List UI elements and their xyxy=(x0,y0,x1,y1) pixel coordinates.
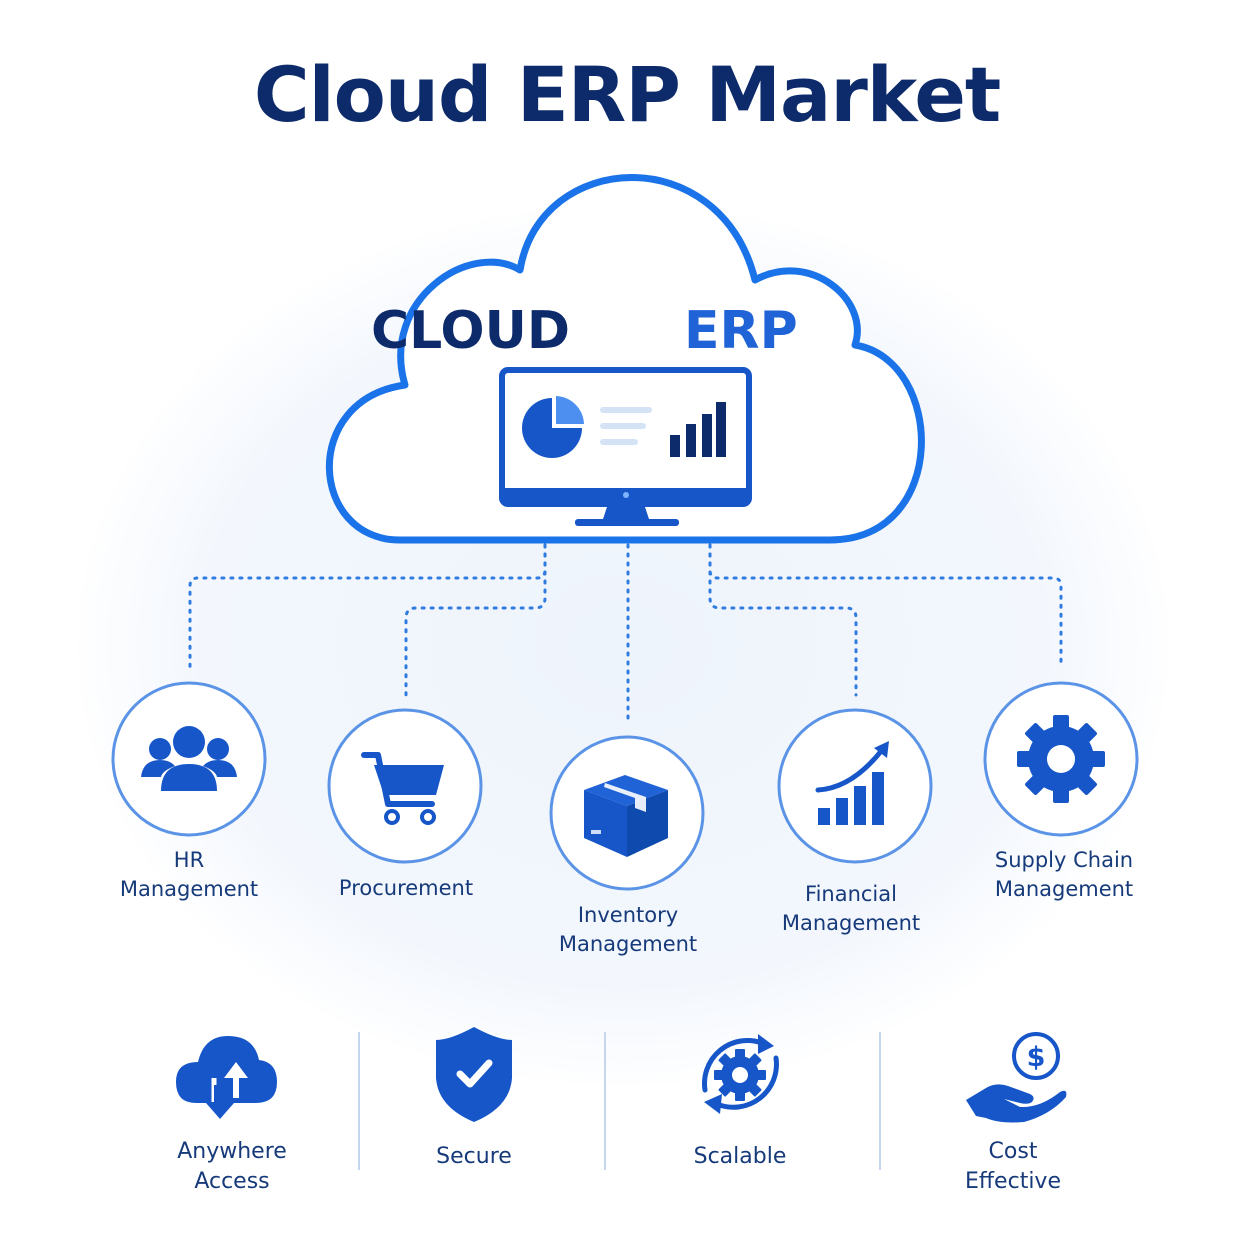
shield-check-icon xyxy=(436,1027,512,1122)
module-procurement xyxy=(327,708,483,864)
cloud-sync-icon xyxy=(176,1036,277,1119)
module-hr xyxy=(111,681,267,837)
gear-icon xyxy=(1017,715,1105,803)
feature-label-anywhere-access: Anywhere Access xyxy=(132,1137,332,1197)
growth-chart-icon xyxy=(815,741,889,825)
module-label-financial: Financial Management xyxy=(741,880,961,938)
bar-chart-icon xyxy=(670,402,726,457)
feature-label-secure: Secure xyxy=(374,1142,574,1172)
module-label-line: Financial xyxy=(805,882,897,906)
dollar-sign-icon: $ xyxy=(1027,1042,1046,1073)
feature-label-line: Access xyxy=(194,1169,270,1194)
module-financial xyxy=(777,708,933,864)
feature-label-line: Scalable xyxy=(693,1144,787,1169)
feature-label-line: Cost xyxy=(988,1139,1038,1164)
feature-divider xyxy=(604,1032,606,1170)
module-supply-chain xyxy=(983,681,1139,837)
cloud-label-part1: CLOUD xyxy=(371,301,570,361)
module-label-line: HR xyxy=(173,848,205,872)
cloud-label-part2: ERP xyxy=(684,301,798,361)
cloud-outline xyxy=(325,174,925,544)
module-label-line: Management xyxy=(781,911,921,935)
module-label-line: Supply Chain xyxy=(994,848,1134,872)
text-lines-icon xyxy=(600,407,652,445)
connector-financial xyxy=(708,543,858,697)
feature-label-line: Secure xyxy=(436,1144,512,1169)
shopping-cart-icon xyxy=(361,752,444,825)
feature-label-cost-effective: Cost Effective xyxy=(913,1137,1113,1197)
connectors xyxy=(188,543,1063,722)
module-label-procurement: Procurement xyxy=(296,874,516,903)
feature-divider xyxy=(358,1032,360,1170)
module-label-inventory: Inventory Management xyxy=(518,901,738,959)
feature-label-line: Effective xyxy=(965,1169,1061,1194)
feature-label-scalable: Scalable xyxy=(640,1142,840,1172)
people-group-icon xyxy=(141,726,237,791)
page-title: Cloud ERP Market xyxy=(253,50,1001,139)
gear-cycle-icon xyxy=(702,1034,779,1114)
module-label-supply-chain: Supply Chain Management xyxy=(954,846,1174,904)
connector-hr xyxy=(188,543,547,670)
feature-divider xyxy=(879,1032,881,1170)
module-label-line: Procurement xyxy=(338,876,474,900)
module-inventory xyxy=(549,735,705,891)
monitor-dashboard-icon xyxy=(499,367,752,526)
connector-supply-chain xyxy=(708,543,1063,670)
module-label-line: Management xyxy=(558,932,698,956)
module-label-line: Management xyxy=(994,877,1134,901)
cloud-erp-node: CLOUD ERP xyxy=(325,174,925,544)
hand-dollar-icon: $ xyxy=(966,1032,1067,1123)
feature-label-line: Anywhere xyxy=(177,1139,287,1164)
pie-chart-icon xyxy=(522,396,584,458)
module-label-line: Management xyxy=(119,877,259,901)
connector-procurement xyxy=(404,543,547,697)
package-box-icon xyxy=(584,775,668,857)
module-label-line: Inventory xyxy=(577,903,679,927)
module-label-hr: HR Management xyxy=(79,846,299,904)
